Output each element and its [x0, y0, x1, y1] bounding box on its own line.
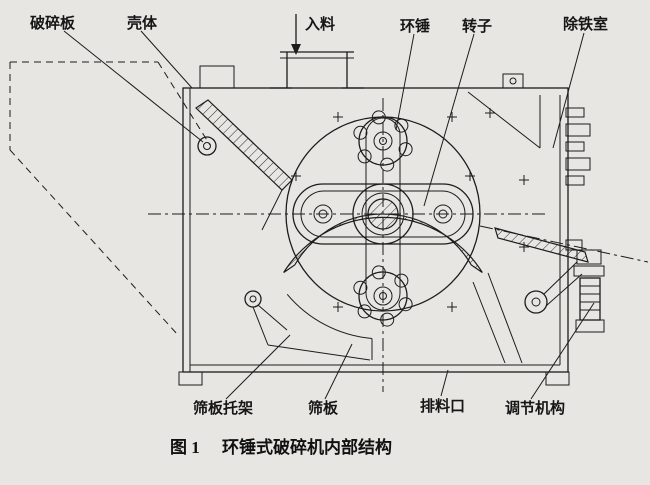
- label-screen-bracket: 筛板托架: [193, 399, 253, 417]
- discharge-outlet: [472, 272, 523, 364]
- adjustment-mechanism: [494, 227, 605, 333]
- label-screen-plate: 筛板: [308, 399, 339, 417]
- label-crushing-plate: 破碎板: [30, 14, 76, 32]
- screen-bracket: [244, 290, 373, 361]
- caption-title: 环锤式破碎机内部结构: [222, 437, 392, 457]
- label-rotor: 转子: [462, 17, 492, 35]
- caption-number: 图 1: [170, 438, 200, 457]
- label-discharge-outlet: 排料口: [420, 397, 465, 415]
- feed-arrow-icon: [291, 14, 301, 55]
- casing-outline: [178, 65, 591, 386]
- label-iron-removal-chamber: 除铁室: [563, 15, 608, 33]
- screen-plate-arc: [283, 213, 483, 339]
- feed-chute: [270, 51, 364, 89]
- ring-hammer-bottom: [353, 265, 413, 327]
- label-ring-hammer: 环锤: [400, 17, 430, 35]
- ring-hammer-top: [353, 110, 413, 172]
- label-adjustment-mechanism: 调节机构: [505, 399, 565, 417]
- crushing-plate: [195, 99, 293, 231]
- bolt-marks: [291, 108, 529, 312]
- crushing-plate-open-position: [9, 61, 211, 336]
- label-casing: 壳体: [126, 14, 158, 32]
- leader-lines: [63, 30, 595, 400]
- label-feed: 入料: [305, 15, 335, 33]
